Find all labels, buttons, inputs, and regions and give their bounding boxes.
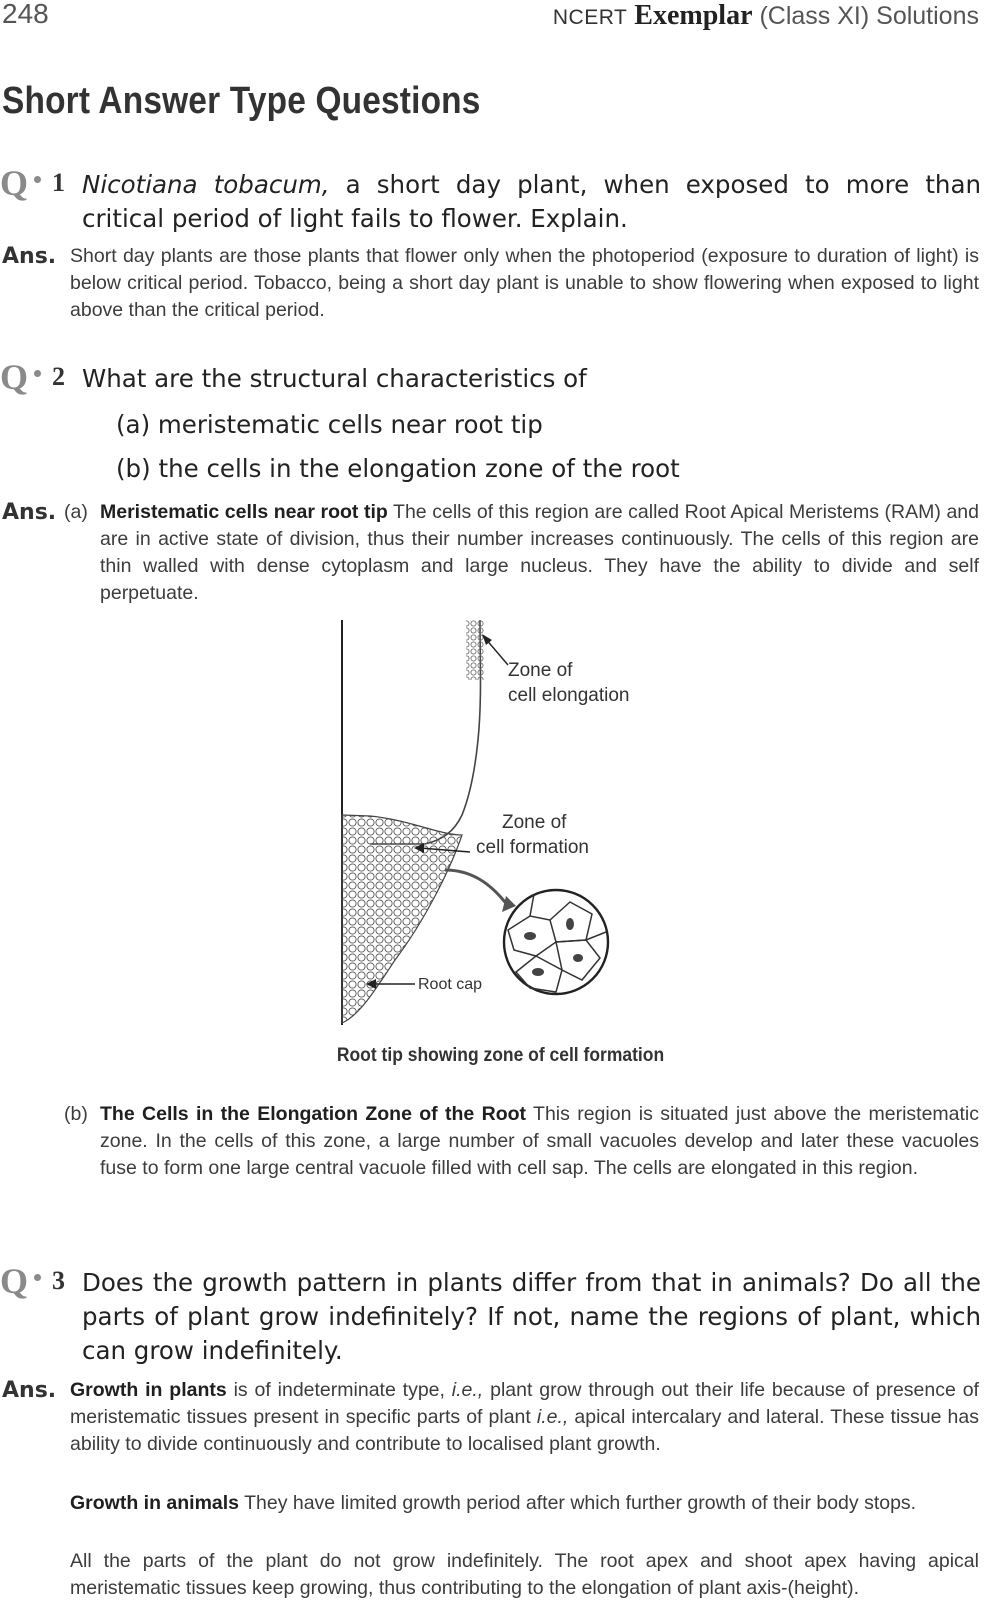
figure-caption: Root tip showing zone of cell formation — [336, 1045, 665, 1066]
answer-2a-body: Meristematic cells near root tip The cel… — [100, 499, 979, 607]
question-text: Nicotiana tobacum, a short day plant, wh… — [82, 168, 981, 236]
question-2-sub-a: (a) meristematic cells near root tip — [116, 410, 543, 439]
answer-2b: (b) The Cells in the Elongation Zone of … — [64, 1101, 979, 1211]
formation-arrow — [419, 847, 471, 853]
answer-3-para-3: All the parts of the plant do not grow i… — [70, 1550, 979, 1599]
answer-3-heading-animals: Growth in animals — [70, 1492, 240, 1514]
answer-2a-heading: Meristematic cells near root tip — [100, 501, 388, 523]
answer-2a-text: The cells of this region are called Root… — [100, 501, 979, 604]
question-text-rest: a short day plant, when exposed to more … — [82, 170, 981, 233]
magnified-cells — [507, 893, 607, 993]
question-dot — [34, 1274, 41, 1281]
answer-3-para-1: Growth in plants is of indeterminate typ… — [70, 1377, 979, 1458]
answer-3-heading-plants: Growth in plants — [70, 1379, 227, 1401]
magnify-arrow — [444, 868, 510, 907]
answer-3-ie: i.e., — [536, 1406, 569, 1428]
root-tip-illustration — [341, 619, 610, 1025]
answer-label: Ans. — [2, 500, 57, 525]
answer-3-text: apical intercalary and lateral. These ti… — [70, 1406, 979, 1455]
answer-3-ie: i.e., — [451, 1379, 484, 1401]
question-text: Does the growth pattern in plants differ… — [82, 1268, 981, 1365]
question-dot — [34, 370, 41, 377]
running-title-publisher: NCERT — [552, 6, 628, 29]
page-number: 248 — [2, 0, 49, 29]
cell-nuclei — [524, 918, 583, 976]
answer-2b-label: (b) — [64, 1103, 88, 1125]
question-number: 2 — [52, 362, 65, 391]
question-number: 1 — [52, 168, 65, 197]
question-text: What are the structural characteristics … — [82, 364, 587, 393]
magnify-arrowhead — [502, 896, 516, 912]
answer-2a-label: (a) — [64, 501, 88, 523]
cell-formation-region — [341, 814, 463, 1024]
formation-arrowhead — [414, 843, 424, 853]
question-text-italic: Nicotiana tobacum, — [82, 170, 330, 199]
answer-3-text: is of indeterminate type, — [226, 1379, 452, 1401]
section-heading: Short Answer Type Questions — [2, 80, 481, 122]
question-mark-icon: Q — [0, 163, 29, 203]
running-title: NCERT Exemplar (Class XI) Solutions — [553, 0, 979, 32]
question-dot — [34, 176, 41, 183]
answer-2b-text: This region is situated just above the m… — [100, 1103, 979, 1179]
root-cap-arrowhead — [366, 979, 376, 989]
running-title-subtitle: (Class XI) Solutions — [759, 2, 979, 30]
label-cell-elongation-line2: cell elongation — [508, 685, 630, 706]
answer-2b-body: The Cells in the Elongation Zone of the … — [100, 1101, 979, 1182]
answer-3-text: plant grow through out their life becaus… — [70, 1379, 979, 1428]
question-2-sub-b: (b) the cells in the elongation zone of … — [116, 454, 680, 483]
label-cell-formation-line1: Zone of — [502, 812, 567, 833]
answer-3-para-2: Growth in animals They have limited grow… — [70, 1490, 979, 1517]
root-tip-figure: Zone of cell elongation Zone of cell forma… — [330, 619, 670, 1030]
question-mark-icon: Q — [0, 357, 29, 397]
question-number: 3 — [52, 1266, 65, 1295]
page-header: 248 NCERT Exemplar (Class XI) Solutions — [0, 0, 1001, 34]
label-cell-formation-line2: cell formation — [476, 837, 589, 858]
answer-2b-heading: The Cells in the Elongation Zone of the … — [100, 1103, 527, 1125]
answer-label: Ans. — [2, 1378, 57, 1403]
question-mark-icon: Q — [0, 1261, 29, 1301]
label-root-cap: Root cap — [418, 976, 483, 993]
root-outline — [370, 619, 482, 845]
label-cell-elongation-line1: Zone of — [508, 660, 573, 681]
elongation-arrowhead — [482, 634, 492, 645]
label-cell-formation: Zone of cell formation — [476, 810, 589, 860]
answer-2a: (a) Meristematic cells near root tip The… — [64, 499, 979, 609]
answer-1-text: Short day plants are those plants that f… — [70, 245, 979, 321]
elongation-cells — [466, 620, 484, 680]
answer-label: Ans. — [2, 244, 57, 269]
running-title-series: Exemplar — [634, 0, 753, 31]
label-cell-elongation: Zone of cell elongation — [508, 658, 629, 708]
answer-3-text: They have limited growth period after wh… — [239, 1492, 917, 1514]
